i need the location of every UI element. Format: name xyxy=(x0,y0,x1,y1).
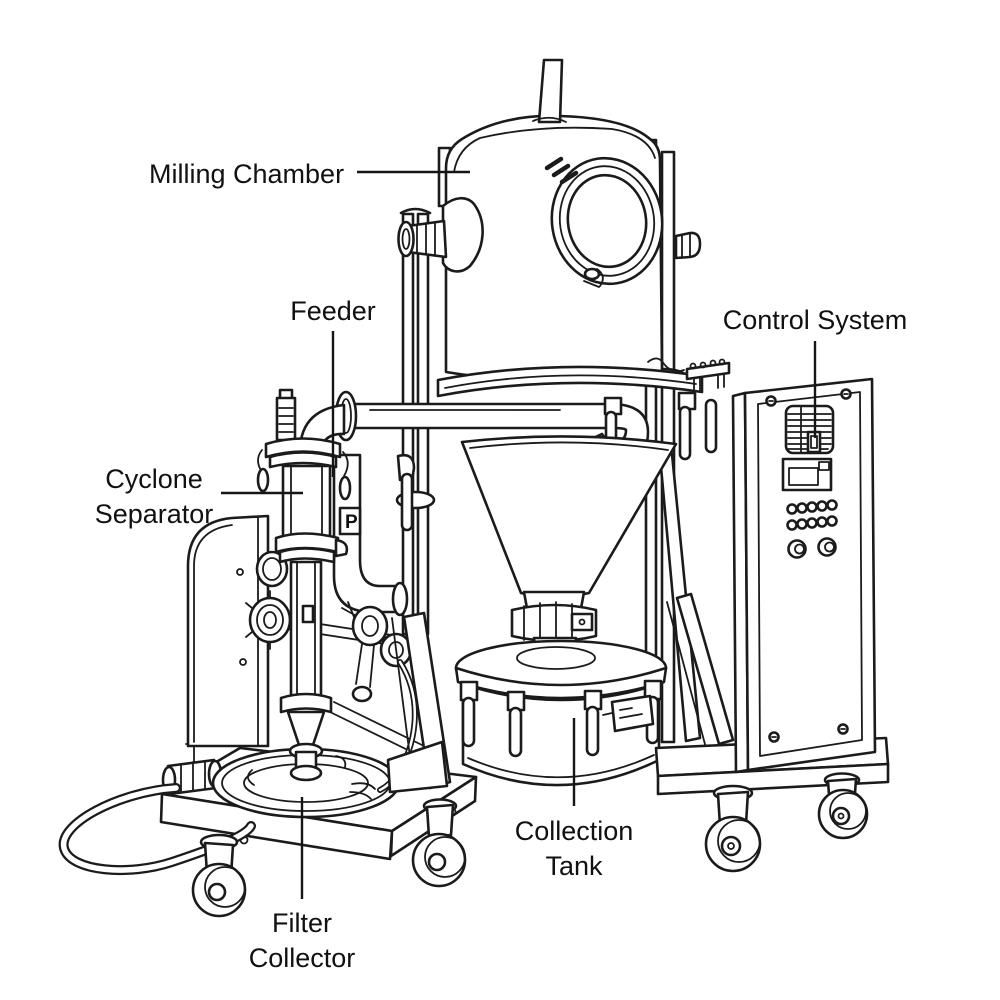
feeder-port-tag: P xyxy=(338,506,362,536)
label-feeder: Feeder xyxy=(290,296,376,477)
label-collection-tank: Collection Tank xyxy=(515,718,634,881)
cabinet-vent-grille xyxy=(784,404,835,455)
cart-caster-right xyxy=(411,798,467,888)
panel-screws xyxy=(765,388,852,743)
cabinet-buttons xyxy=(786,499,838,531)
outlet-flange-band xyxy=(436,357,704,398)
tank-label-tag xyxy=(602,694,655,733)
collection-tank-label-line1: Collection xyxy=(515,816,634,846)
collection-tank-label-line2: Tank xyxy=(545,851,603,881)
label-filter-collector: Filter Collector xyxy=(249,797,356,973)
control-system-label: Control System xyxy=(723,305,908,335)
porthole-window xyxy=(550,156,664,286)
inlet-port xyxy=(397,196,484,273)
label-cyclone-separator: Cyclone Separator xyxy=(95,464,303,529)
left-stand-strut xyxy=(386,611,452,794)
pressure-gauge xyxy=(341,601,418,793)
stand-caster-right xyxy=(817,772,869,840)
porthole-hinge-bolts xyxy=(544,156,604,288)
label-control-system: Control System xyxy=(723,305,908,438)
control-cabinet xyxy=(685,358,877,774)
cabinet-display xyxy=(781,457,833,492)
stand-caster-left xyxy=(704,784,762,873)
blower-housing xyxy=(186,514,292,748)
milling-chamber-label: Milling Chamber xyxy=(149,159,344,189)
collection-tank xyxy=(454,639,668,787)
housing-port-lower xyxy=(245,590,292,650)
top-vent-pipe xyxy=(532,58,567,124)
milling-chamber xyxy=(397,58,664,383)
label-milling-chamber: Milling Chamber xyxy=(149,159,470,189)
feeder-port-tag-text: P xyxy=(345,512,358,533)
cyclone-separator-label-line1: Cyclone xyxy=(105,464,203,494)
tank-toggle-clamps xyxy=(459,679,663,758)
cone-hopper xyxy=(460,435,678,599)
labels: Milling Chamber Feeder Control System Cy… xyxy=(95,159,908,973)
cyclone-separator-label-line2: Separator xyxy=(95,499,214,529)
filter-collector-label-line2: Collector xyxy=(249,943,356,973)
cabinet-knobs xyxy=(787,537,837,559)
cart-caster-front xyxy=(191,833,247,918)
feeder-label: Feeder xyxy=(290,296,376,326)
filter-collector-label-line1: Filter xyxy=(272,908,332,938)
cyclone-separator xyxy=(256,388,352,782)
